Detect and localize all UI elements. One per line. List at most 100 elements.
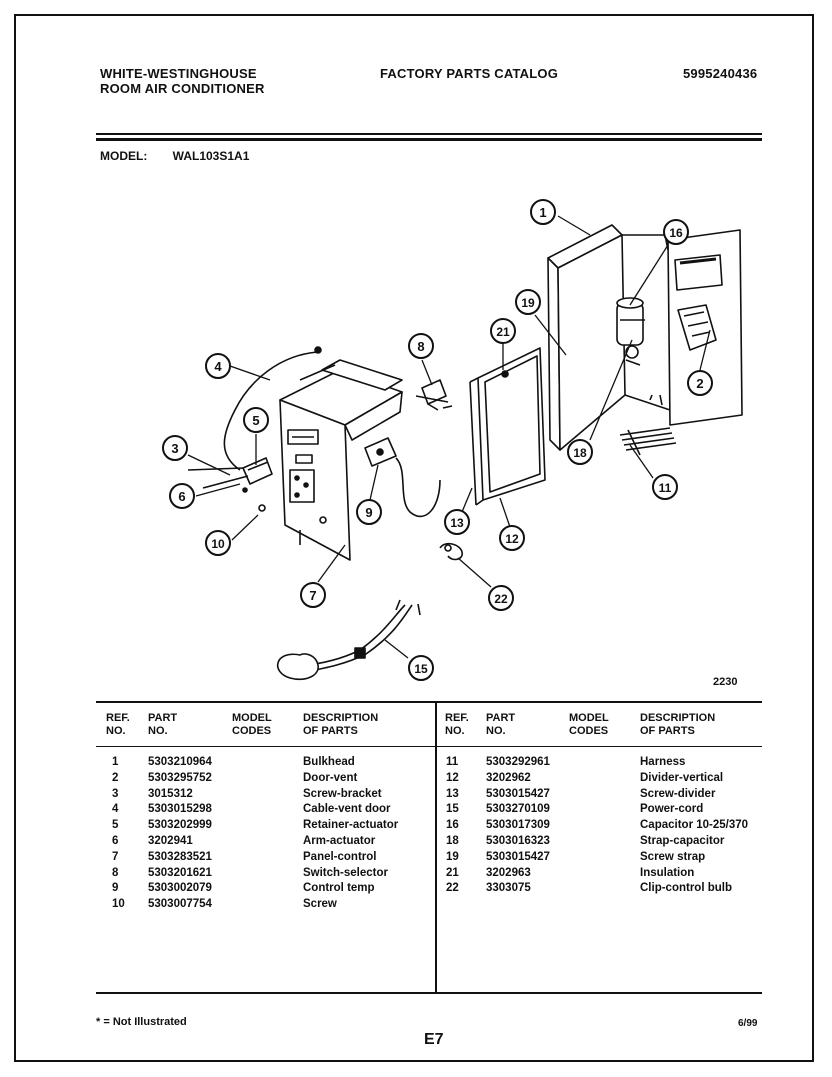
exploded-parts-diagram: 1 2 3 4 5 6 7 8 9 10 11 12 13 15 16 18 1…	[162, 199, 743, 681]
leader-lines	[187, 215, 711, 659]
table-cell-ref: 12	[446, 771, 459, 784]
catalog-number: 5995240436	[683, 66, 758, 81]
brand-block: WHITE-WESTINGHOUSE ROOM AIR CONDITIONER	[100, 66, 265, 96]
table-cell-part: 5303210964	[148, 756, 212, 768]
callout-1-label: 1	[539, 205, 546, 220]
header-ref-left: REF. NO.	[106, 712, 130, 737]
table-cell-desc: Screw-divider	[640, 787, 716, 800]
callout-13	[444, 509, 470, 535]
callout-8-label: 8	[417, 339, 424, 354]
table-cell-part: 3303075	[486, 882, 531, 895]
model-value: WAL103S1A1	[172, 149, 250, 163]
table-cell-ref: 1	[112, 756, 119, 768]
callout-18-label: 18	[573, 446, 587, 460]
table-cell-part: 5303292961	[486, 756, 550, 768]
table-cell-desc: Panel-control	[303, 850, 377, 863]
callout-10	[205, 530, 231, 556]
callout-7	[300, 582, 326, 608]
control-temp-drawing	[364, 437, 441, 518]
callout-18	[567, 439, 593, 465]
catalog-title: FACTORY PARTS CATALOG	[380, 66, 559, 81]
callout-21-label: 21	[496, 325, 510, 339]
revision-date: 6/99	[738, 1018, 758, 1029]
table-cell-part: 5303283521	[148, 850, 212, 863]
callout-12-label: 12	[505, 532, 519, 546]
table-cell-desc: Clip-control bulb	[640, 882, 732, 895]
table-cell-desc: Arm-actuator	[303, 835, 376, 847]
callout-21	[490, 318, 516, 344]
table-cell-part: 5303202999	[148, 819, 212, 832]
table-cell-part: 5303015298	[148, 803, 212, 816]
table-cell-desc: Harness	[640, 756, 686, 768]
table-cell-desc: Screw	[303, 898, 337, 911]
power-cord-drawing	[276, 599, 421, 681]
header-ref-right: REF. NO.	[445, 712, 469, 737]
clip-bulb-drawing	[439, 542, 463, 561]
header-desc-right: DESCRIPTION OF PARTS	[640, 712, 716, 737]
table-cell-desc: Insulation	[640, 866, 695, 879]
callout-8	[408, 333, 434, 359]
table-cell-part: 5303007754	[148, 898, 212, 911]
callout-11	[652, 474, 678, 500]
table-cell-ref: 11	[446, 756, 459, 768]
retainer-actuator-drawing	[187, 457, 273, 512]
bulkhead-drawing	[547, 224, 743, 451]
header-rule-right	[437, 746, 762, 747]
table-cell-ref: 18	[446, 835, 459, 847]
table-cell-part: 5303017309	[486, 819, 550, 832]
callout-9	[356, 499, 382, 525]
model-row: MODEL: WAL103S1A1	[100, 149, 249, 163]
callout-19-label: 19	[521, 296, 535, 310]
callout-5	[243, 407, 269, 433]
table-cell-ref: 13	[446, 787, 459, 800]
control-panel-drawing	[279, 359, 403, 561]
callout-1	[530, 199, 556, 225]
footnote: * = Not Illustrated	[96, 1016, 187, 1028]
callout-15	[408, 655, 434, 681]
callout-22	[488, 585, 514, 611]
table-cell-ref: 2	[112, 771, 119, 784]
callout-7-label: 7	[309, 588, 316, 603]
divider-drawing	[469, 347, 546, 506]
table-cell-ref: 5	[112, 819, 119, 832]
header-part-left: PART NO.	[148, 712, 178, 737]
table-cell-desc: Retainer-actuator	[303, 819, 399, 832]
callout-5-label: 5	[252, 413, 259, 428]
table-cell-desc: Bulkhead	[303, 756, 355, 768]
model-label: MODEL:	[100, 149, 148, 163]
table-cell-ref: 21	[446, 866, 459, 879]
capacitor-drawing	[616, 297, 645, 366]
table-cell-part: 5303015427	[486, 787, 550, 800]
diagram-code: 2230	[713, 676, 738, 688]
callout-6	[169, 483, 195, 509]
switch-selector-drawing	[415, 379, 453, 411]
table-cell-desc: Strap-capacitor	[640, 835, 725, 847]
table-cell-part: 3202962	[486, 771, 531, 784]
table-cell-part: 5303201621	[148, 866, 212, 879]
callout-2	[687, 370, 713, 396]
header-desc-left: DESCRIPTION OF PARTS	[303, 712, 379, 737]
callout-10-label: 10	[211, 537, 225, 551]
table-cell-ref: 15	[446, 803, 459, 816]
callout-11-label: 11	[659, 481, 672, 495]
callout-4-label: 4	[214, 359, 222, 374]
parts-table	[96, 701, 762, 994]
callout-16	[663, 219, 689, 245]
callout-19	[515, 289, 541, 315]
cable-vent-door-drawing	[223, 346, 322, 471]
table-cell-part: 5303016323	[486, 835, 550, 847]
table-cell-ref: 3	[112, 787, 119, 800]
table-cell-ref: 8	[112, 866, 119, 879]
table-cell-part: 3015312	[148, 787, 193, 800]
table-cell-ref: 19	[446, 850, 459, 863]
table-cell-ref: 16	[446, 819, 459, 832]
callout-6-label: 6	[178, 489, 185, 504]
header-codes-right: MODEL CODES	[569, 712, 609, 737]
table-cell-desc: Screw strap	[640, 850, 706, 863]
page-number: E7	[424, 1031, 444, 1048]
table-cell-desc: Screw-bracket	[303, 787, 382, 800]
table-cell-ref: 22	[446, 882, 459, 895]
table-cell-ref: 7	[112, 850, 119, 863]
page-border	[14, 14, 814, 1062]
table-cell-desc: Control temp	[303, 882, 375, 895]
